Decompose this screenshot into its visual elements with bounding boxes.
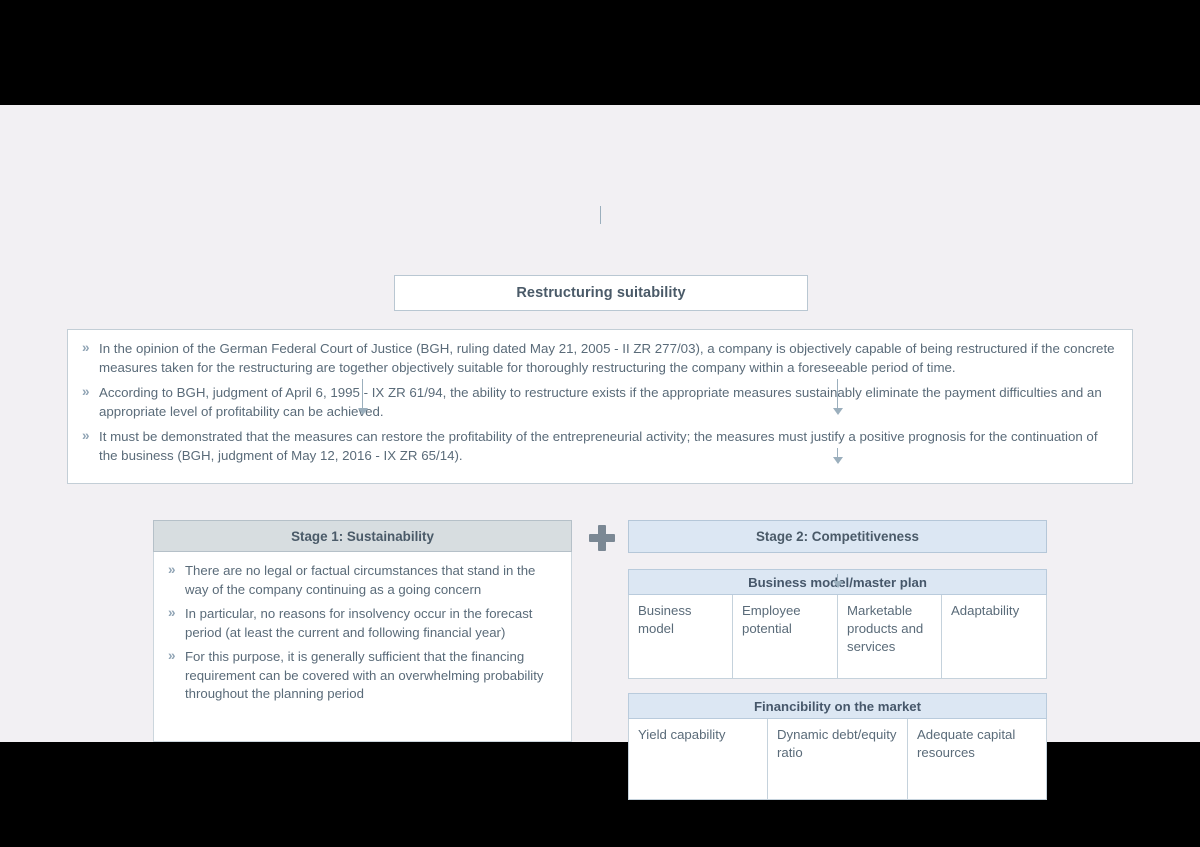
connector-business-model-to-financibility (837, 574, 838, 581)
guillemet-bullet-icon: » (82, 428, 90, 444)
list-item: » There are no legal or factual circumst… (168, 562, 557, 599)
stage2-header-label: Stage 2: Competitiveness (756, 529, 919, 544)
business-model-cell-row: Business model Employee potential Market… (628, 595, 1047, 679)
business-model-cell: Marketable products and services (838, 595, 942, 679)
connector-intro-to-stage2 (837, 379, 838, 408)
intro-bullet-list: » In the opinion of the German Federal C… (82, 340, 1118, 466)
slide-canvas: Restructuring suitability » In the opini… (0, 105, 1200, 800)
list-item-text: It must be demonstrated that the measure… (99, 429, 1098, 463)
business-model-cell: Business model (628, 595, 733, 679)
guillemet-bullet-icon: » (168, 648, 176, 663)
financibility-group: Financibility on the market Yield capabi… (628, 693, 1047, 800)
stage1-panel: Stage 1: Sustainability » There are no l… (153, 520, 572, 742)
intro-text-block: » In the opinion of the German Federal C… (67, 329, 1133, 484)
restructuring-suitability-title-box: Restructuring suitability (394, 275, 808, 311)
list-item-text: For this purpose, it is generally suffic… (185, 649, 544, 701)
list-item-text: According to BGH, judgment of April 6, 1… (99, 385, 1102, 419)
arrowhead-business-model-icon (833, 457, 843, 464)
connector-stage2-to-business-model (837, 448, 838, 457)
financibility-cell: Yield capability (628, 719, 768, 800)
group-title-label: Financibility on the market (753, 698, 922, 714)
financibility-cell: Dynamic debt/equity ratio (768, 719, 908, 800)
plus-icon (589, 525, 615, 551)
connector-title-to-intro (600, 206, 601, 224)
list-item-text: In the opinion of the German Federal Cou… (99, 341, 1115, 375)
stage1-header-label: Stage 1: Sustainability (291, 528, 434, 544)
arrowhead-stage1-icon (358, 408, 368, 415)
list-item: » For this purpose, it is generally suff… (168, 648, 557, 704)
letterbox-top (0, 0, 1200, 105)
financibility-cell: Adequate capital resources (908, 719, 1047, 800)
arrowhead-financibility-icon (833, 581, 843, 588)
business-model-group: Business model/master plan Business mode… (628, 569, 1047, 679)
list-item: » It must be demonstrated that the measu… (82, 428, 1118, 465)
guillemet-bullet-icon: » (168, 605, 176, 620)
guillemet-bullet-icon: » (168, 562, 176, 577)
list-item-text: There are no legal or factual circumstan… (185, 563, 536, 597)
list-item-text: In particular, no reasons for insolvency… (185, 606, 533, 640)
page-title: Restructuring suitability (516, 285, 686, 301)
business-model-cell: Adaptability (942, 595, 1047, 679)
list-item: » In particular, no reasons for insolven… (168, 605, 557, 642)
stage2-header: Stage 2: Competitiveness (628, 520, 1047, 553)
guillemet-bullet-icon: » (82, 340, 90, 355)
financibility-cell-row: Yield capability Dynamic debt/equity rat… (628, 719, 1047, 800)
stage1-header: Stage 1: Sustainability (153, 520, 572, 552)
stage1-bullet-list: » There are no legal or factual circumst… (168, 562, 557, 704)
business-model-cell: Employee potential (733, 595, 838, 679)
list-item: » According to BGH, judgment of April 6,… (82, 384, 1118, 421)
guillemet-bullet-icon: » (82, 384, 90, 400)
arrowhead-stage2-icon (833, 408, 843, 415)
stage1-body: » There are no legal or factual circumst… (153, 552, 572, 742)
connector-intro-to-stage1 (362, 379, 363, 408)
financibility-group-title: Financibility on the market (628, 693, 1047, 719)
list-item: » In the opinion of the German Federal C… (82, 340, 1118, 377)
